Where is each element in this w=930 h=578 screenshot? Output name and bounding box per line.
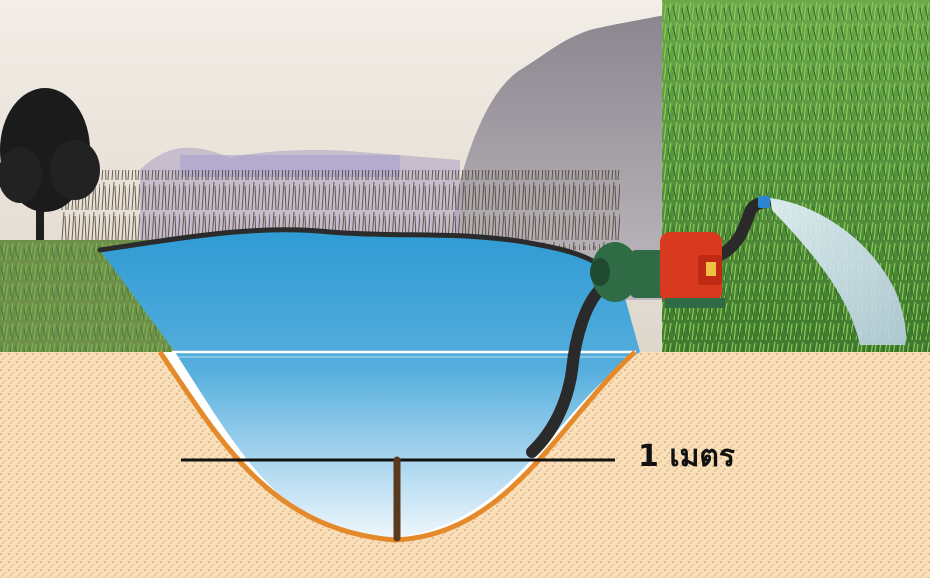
hose-nozzle — [758, 196, 770, 208]
depth-label: 1 เมตร — [638, 437, 735, 477]
